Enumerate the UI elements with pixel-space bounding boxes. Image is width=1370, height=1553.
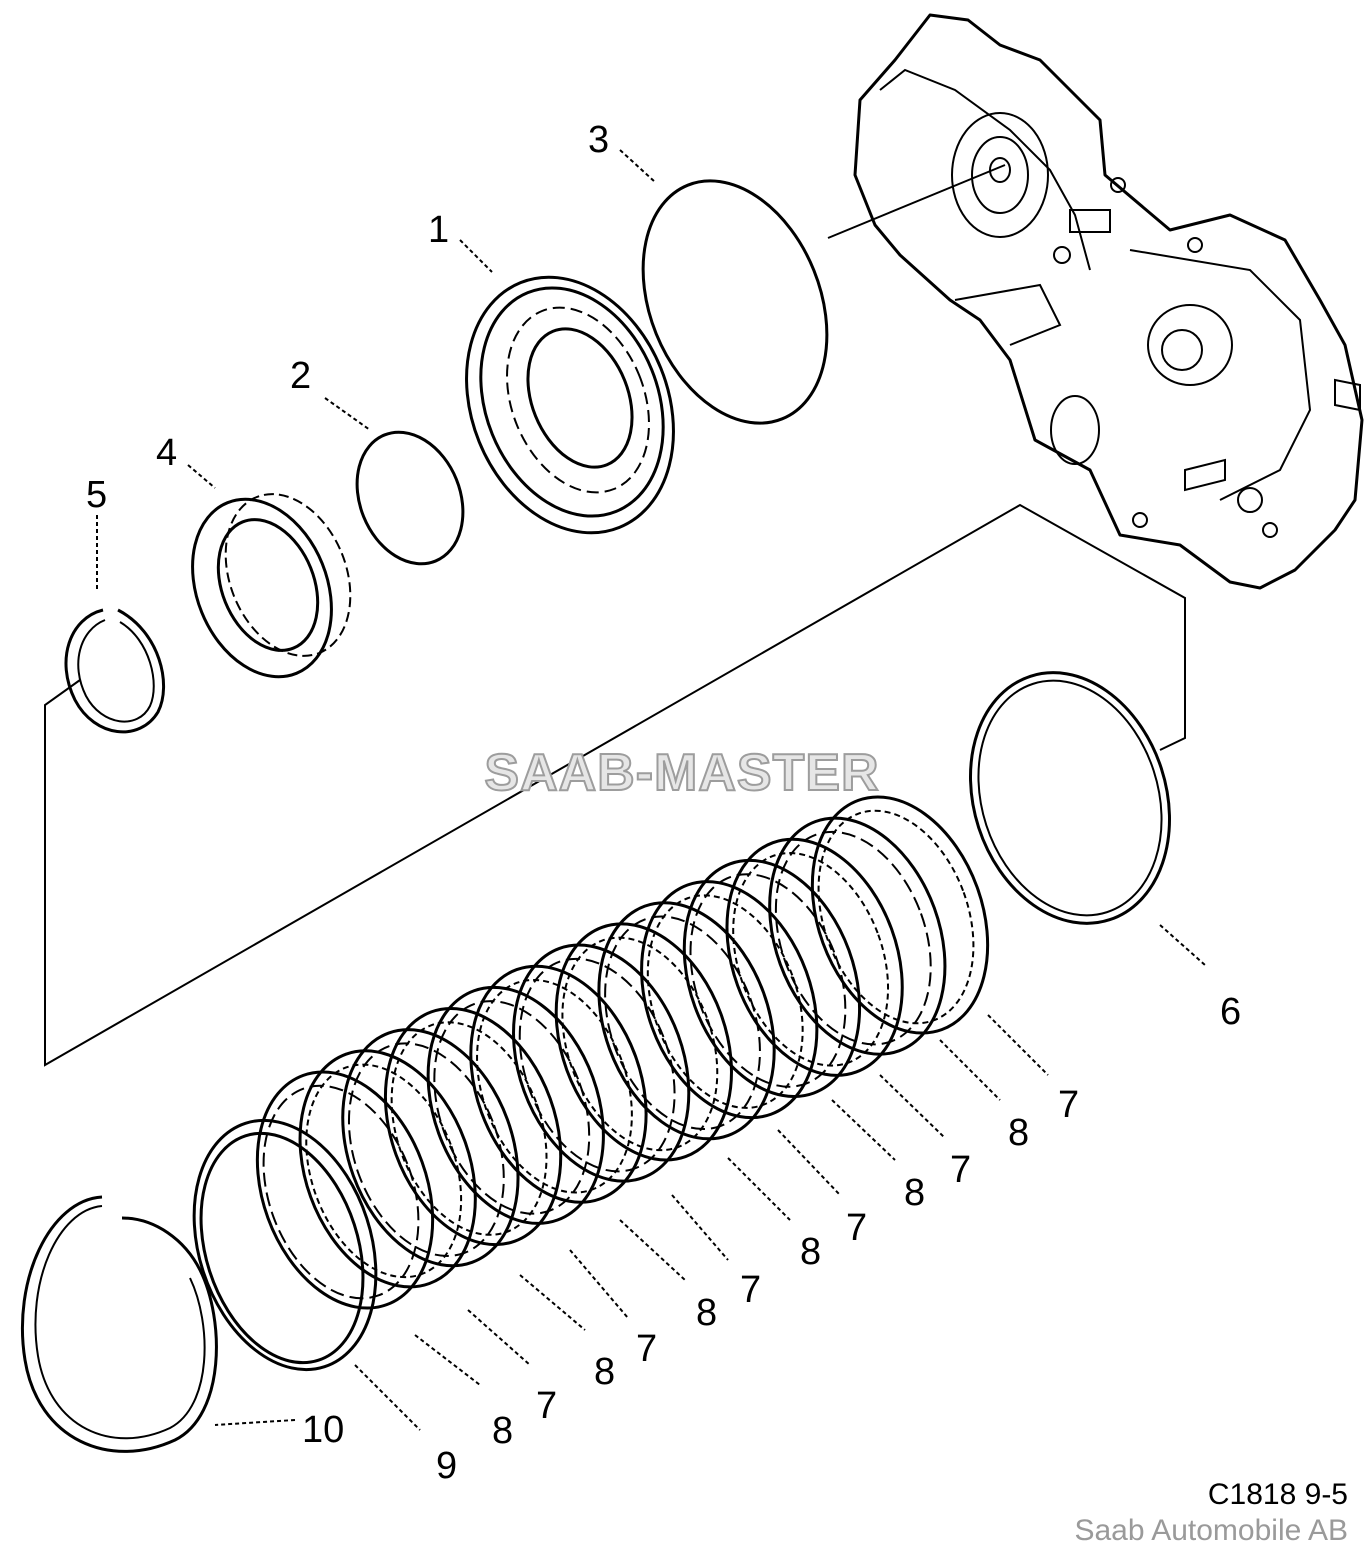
shaft-axis-line: [827, 164, 1006, 239]
leader-lines: [96, 149, 1206, 1431]
clutch-disc-stack: [255, 795, 990, 1310]
clutch-disc-teeth: [774, 830, 932, 1046]
clutch-disc: [768, 816, 947, 1056]
transmission-housing: [853, 13, 1364, 590]
callout-9: 9: [436, 1445, 457, 1487]
callout-2: 2: [290, 355, 311, 397]
callout-7e: 7: [636, 1328, 657, 1370]
clutch-disc: [341, 1028, 520, 1268]
part-5-snap-ring: [64, 608, 166, 734]
part-6-ring: [968, 671, 1172, 925]
part-10-snap-ring: [20, 1195, 218, 1453]
callout-8d: 8: [696, 1292, 717, 1334]
clutch-disc-teeth: [305, 1063, 463, 1279]
saab-master-watermark: SAAB-MASTER: [484, 744, 879, 802]
clutch-disc-teeth: [689, 873, 847, 1088]
clutch-disc-teeth: [817, 809, 975, 1025]
clutch-disc: [554, 922, 733, 1162]
clutch-disc: [383, 1007, 563, 1247]
clutch-disc-teeth: [646, 894, 804, 1109]
part-4-spring-retainer: [191, 493, 352, 679]
callout-8a: 8: [1008, 1112, 1029, 1154]
callout-7a: 7: [1058, 1084, 1079, 1126]
callout-5: 5: [86, 474, 107, 516]
callout-1: 1: [428, 209, 449, 251]
clutch-disc-teeth: [262, 1084, 420, 1300]
callout-3: 3: [588, 119, 609, 161]
drawing-code: C1818 9-5: [1207, 1478, 1348, 1511]
copyright-notice: Saab Automobile AB: [1074, 1514, 1348, 1547]
callout-8c: 8: [800, 1231, 821, 1273]
clutch-disc: [512, 943, 691, 1183]
callout-7b: 7: [950, 1149, 971, 1191]
callout-7c: 7: [846, 1207, 867, 1249]
callout-8f: 8: [492, 1410, 513, 1452]
callout-7f: 7: [536, 1385, 557, 1427]
clutch-disc-teeth: [347, 1042, 505, 1257]
pack-bracket: [44, 503, 1186, 1067]
clutch-disc: [298, 1049, 477, 1289]
callout-8e: 8: [594, 1351, 615, 1393]
clutch-disc: [426, 985, 605, 1225]
clutch-disc: [640, 880, 819, 1120]
clutch-disc-teeth: [604, 915, 761, 1131]
clutch-disc-teeth: [390, 1021, 548, 1236]
clutch-disc-teeth: [476, 978, 633, 1194]
callout-10: 10: [302, 1409, 344, 1451]
callout-7d: 7: [740, 1269, 761, 1311]
part-9-pressure-plate: [192, 1118, 378, 1372]
part-1-piston: [465, 275, 675, 535]
part-3-seal-ring: [641, 179, 829, 425]
callout-8b: 8: [904, 1172, 925, 1214]
clutch-disc-teeth: [561, 936, 719, 1152]
callout-4: 4: [156, 432, 177, 474]
clutch-disc: [255, 1070, 435, 1310]
clutch-disc: [469, 964, 648, 1204]
clutch-disc-teeth: [732, 852, 890, 1067]
callout-labels: 1 2 3 4 5 6 7 7 7 7 7 7 8 8 8 8 8 8 9 10: [86, 119, 1241, 1487]
clutch-disc-teeth: [433, 1000, 591, 1215]
clutch-disc-teeth: [518, 957, 676, 1173]
clutch-disc: [725, 837, 904, 1077]
clutch-disc: [597, 901, 776, 1141]
part-2-seal-ring: [355, 430, 465, 566]
clutch-disc: [682, 858, 862, 1098]
clutch-disc: [810, 795, 990, 1035]
callout-6: 6: [1220, 991, 1241, 1033]
